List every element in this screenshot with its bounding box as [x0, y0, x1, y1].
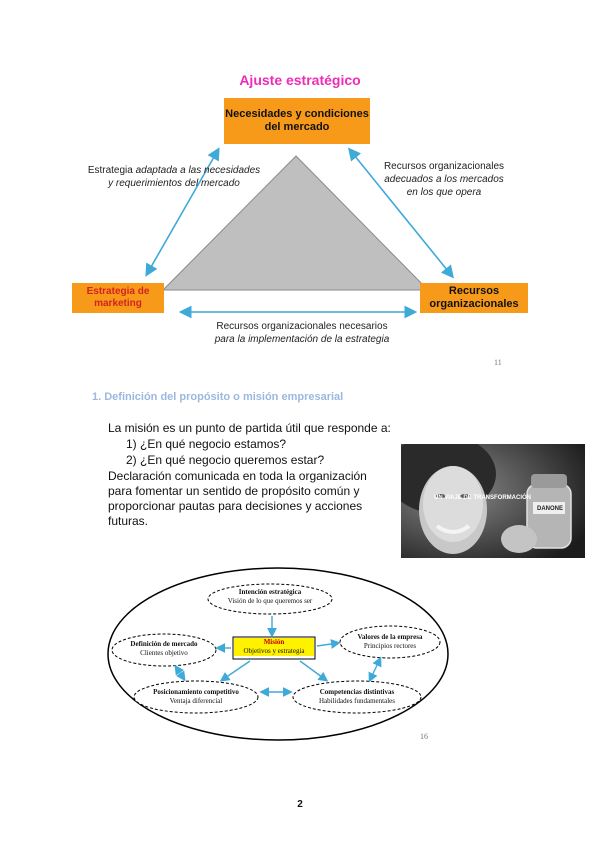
node-intent: Intención estratégica Visión de lo que q…: [227, 588, 313, 605]
bottom-note: Recursos organizacionales necesarios par…: [214, 321, 390, 345]
outer-ellipse: [107, 567, 449, 741]
right-note: Recursos organizacionales adecuados a lo…: [383, 161, 505, 198]
node-competencies: Competencias distintivas Habilidades fun…: [318, 688, 395, 705]
ellipse-competencies: [292, 680, 422, 714]
node-values: Valores de la empresa Principios rectore…: [357, 633, 423, 650]
question-1: 1) ¿En qué negocio estamos?: [126, 437, 287, 451]
arrow-left-diagonal: [145, 147, 220, 277]
photo-brand-label: DANONE: [537, 506, 564, 512]
ellipse-intent: [207, 583, 333, 615]
ellipse-positioning: [133, 680, 259, 714]
question-2: 2) ¿En qué negocio queremos estar?: [126, 453, 325, 467]
photo-overlay-text: UN VIAJE DE TRANSFORMACIÓN: [434, 495, 532, 501]
slide-number-11: 11: [494, 358, 502, 367]
section-heading: 1. Definición del propósito o misión emp…: [92, 391, 344, 403]
slide-number-16: 16: [420, 732, 428, 741]
diagram-title: Ajuste estratégico: [239, 72, 361, 88]
definition-paragraph: Declaración comunicada en toda la organi…: [108, 469, 367, 528]
left-note: Estrategia adaptada a las necesidades y …: [87, 165, 261, 189]
marketing-strategy-box: Estrategia de marketing: [72, 283, 164, 313]
strategic-fit-diagram: [145, 147, 455, 319]
arrow-right-diagonal: [347, 147, 455, 279]
page-number: 2: [297, 799, 303, 810]
node-market: Definición de mercado Clientes objetivo: [130, 640, 198, 657]
org-resources-box: Recursos organizacionales: [420, 283, 528, 313]
danone-advert-photo: [401, 444, 585, 558]
node-mission: Misión Objetivos y estrategia: [234, 638, 314, 656]
market-needs-box: Necesidades y condiciones del mercado: [224, 98, 370, 144]
intro-text: La misión es un punto de partida útil qu…: [108, 421, 391, 435]
node-positioning: Posicionamiento competitivo Ventaja dife…: [153, 688, 239, 705]
